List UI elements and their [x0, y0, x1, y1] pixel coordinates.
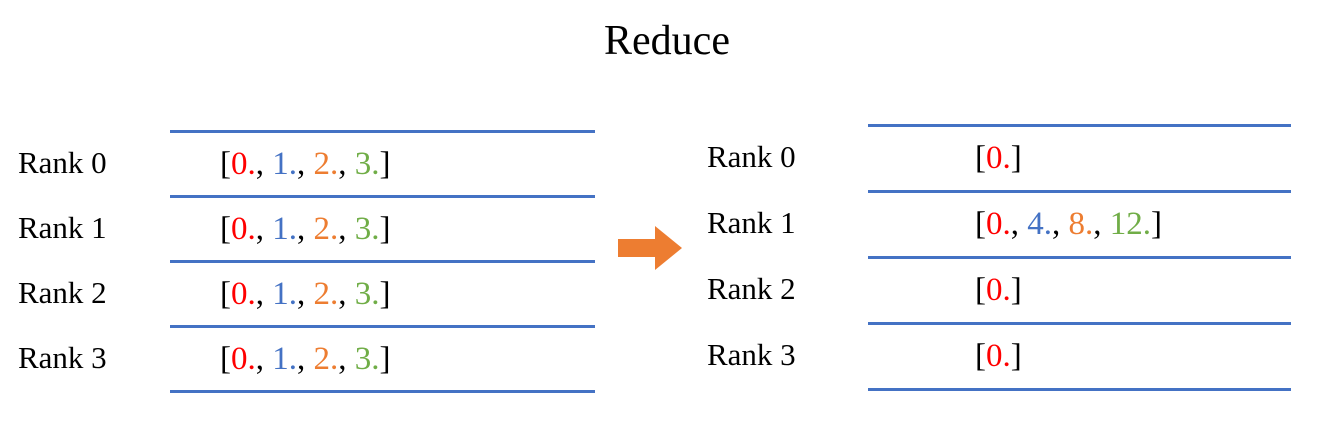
vector-element: 0.: [986, 338, 1011, 374]
after-panel: Rank 0 [0.] Rank 1 [0., 4., 8., 12.] Ran…: [707, 124, 1291, 391]
rank-label: Rank 2: [18, 274, 107, 310]
vector-element: 12.: [1109, 206, 1151, 242]
rank-track: [0., 1., 2., 3.]: [170, 130, 595, 195]
vector-punctuation: [: [220, 210, 231, 247]
vector-punctuation: [: [220, 275, 231, 312]
vector-punctuation: ,: [297, 275, 314, 312]
right-arrow-icon: [618, 226, 682, 270]
vector-element: 1.: [272, 340, 297, 377]
vector-value: [0.]: [975, 272, 1022, 309]
vector-value: [0., 1., 2., 3.]: [220, 146, 391, 183]
vector-punctuation: ,: [297, 145, 314, 182]
vector-punctuation: ,: [1010, 206, 1028, 242]
vector-element: 3.: [354, 340, 380, 377]
vector-element: 0.: [986, 140, 1011, 176]
rank-label: Rank 1: [707, 205, 796, 240]
vector-punctuation: ,: [297, 210, 314, 247]
vector-punctuation: [: [975, 206, 986, 242]
rank-row: Rank 3 [0., 1., 2., 3.]: [18, 325, 595, 390]
vector-punctuation: [: [975, 272, 986, 308]
vector-punctuation: ,: [255, 340, 273, 377]
rank-track: [0.]: [868, 124, 1291, 190]
rank-track: [0., 1., 2., 3.]: [170, 260, 595, 325]
vector-punctuation: ,: [255, 145, 273, 182]
vector-element: 0.: [231, 340, 256, 377]
vector-punctuation: ,: [297, 340, 314, 377]
vector-element: 1.: [272, 275, 297, 312]
vector-punctuation: ]: [379, 275, 391, 312]
vector-element: 2.: [313, 210, 339, 247]
vector-element: 0.: [231, 275, 256, 312]
vector-punctuation: ,: [338, 210, 355, 247]
vector-punctuation: ,: [338, 275, 355, 312]
vector-punctuation: ,: [255, 275, 273, 312]
vector-punctuation: ,: [255, 210, 273, 247]
vector-value: [0.]: [975, 140, 1022, 177]
rank-label: Rank 2: [707, 271, 796, 306]
vector-element: 3.: [354, 145, 380, 182]
vector-element: 1.: [272, 145, 297, 182]
vector-punctuation: ]: [1151, 206, 1162, 242]
rank-track: [0.]: [868, 256, 1291, 322]
rank-row: Rank 0 [0.]: [707, 124, 1291, 190]
vector-punctuation: ,: [1093, 206, 1110, 242]
rank-row: Rank 1 [0., 1., 2., 3.]: [18, 195, 595, 260]
rank-label: Rank 3: [707, 337, 796, 372]
diagram-title: Reduce: [604, 18, 730, 64]
vector-element: 2.: [313, 275, 339, 312]
vector-punctuation: ]: [1010, 272, 1022, 308]
rank-row: Rank 2 [0.]: [707, 256, 1291, 322]
vector-punctuation: ,: [338, 145, 355, 182]
rank-track: [0.]: [868, 322, 1291, 388]
vector-punctuation: ]: [379, 145, 391, 182]
vector-punctuation: [: [975, 140, 986, 176]
rank-row: Rank 0 [0., 1., 2., 3.]: [18, 130, 595, 195]
vector-value: [0., 1., 2., 3.]: [220, 211, 391, 248]
vector-value: [0., 4., 8., 12.]: [975, 206, 1162, 243]
vector-element: 0.: [986, 272, 1011, 308]
vector-punctuation: [: [975, 338, 986, 374]
rank-track: [0., 1., 2., 3.]: [170, 195, 595, 260]
rank-label: Rank 3: [18, 339, 107, 375]
vector-punctuation: ]: [379, 340, 391, 377]
vector-value: [0.]: [975, 338, 1022, 375]
vector-punctuation: ]: [379, 210, 391, 247]
vector-punctuation: ,: [338, 340, 355, 377]
vector-value: [0., 1., 2., 3.]: [220, 276, 391, 313]
vector-element: 8.: [1068, 206, 1094, 242]
vector-element: 3.: [354, 210, 380, 247]
vector-element: 0.: [231, 210, 256, 247]
rank-track: [0., 4., 8., 12.]: [868, 190, 1291, 256]
vector-punctuation: [: [220, 145, 231, 182]
vector-element: 3.: [354, 275, 380, 312]
vector-element: 0.: [231, 145, 256, 182]
rank-row: Rank 1 [0., 4., 8., 12.]: [707, 190, 1291, 256]
vector-punctuation: ]: [1010, 338, 1022, 374]
vector-element: 2.: [313, 145, 339, 182]
vector-value: [0., 1., 2., 3.]: [220, 341, 391, 378]
vector-element: 2.: [313, 340, 339, 377]
rank-row: Rank 2 [0., 1., 2., 3.]: [18, 260, 595, 325]
before-panel: Rank 0 [0., 1., 2., 3.] Rank 1 [0., 1., …: [18, 130, 595, 393]
rank-track: [0., 1., 2., 3.]: [170, 325, 595, 390]
vector-element: 4.: [1027, 206, 1052, 242]
rank-label: Rank 0: [18, 144, 107, 180]
rank-label: Rank 0: [707, 139, 796, 174]
transform-arrow: [618, 226, 682, 270]
vector-element: 0.: [986, 206, 1011, 242]
rank-row: Rank 3 [0.]: [707, 322, 1291, 388]
vector-element: 1.: [272, 210, 297, 247]
vector-punctuation: ]: [1010, 140, 1022, 176]
rank-label: Rank 1: [18, 209, 107, 245]
vector-punctuation: ,: [1052, 206, 1069, 242]
vector-punctuation: [: [220, 340, 231, 377]
